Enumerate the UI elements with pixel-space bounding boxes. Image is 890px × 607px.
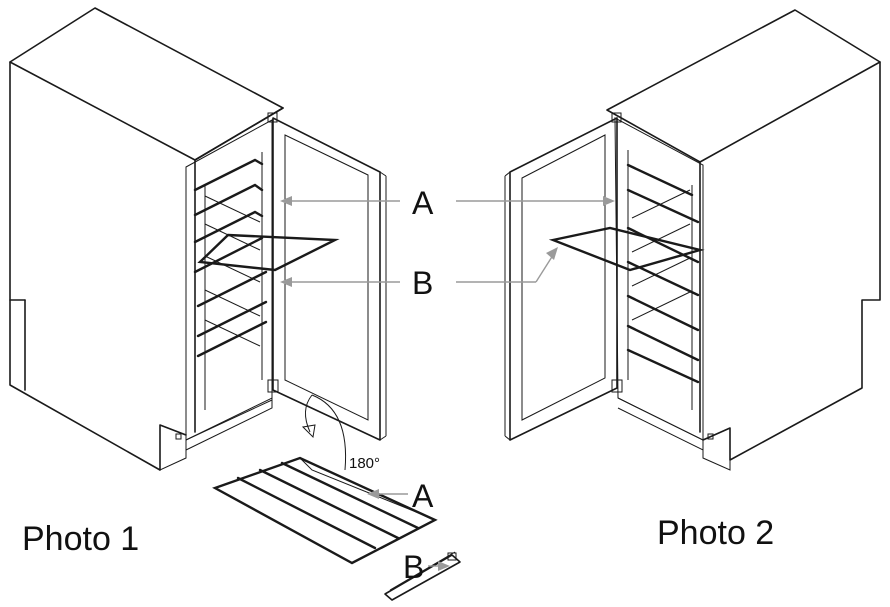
removed-shelf (212, 456, 438, 565)
right-cabinet-shelves (626, 163, 700, 384)
right-cabinet-side (702, 61, 881, 461)
label-angle: 180° (349, 455, 380, 472)
right-cabinet-door (504, 112, 623, 441)
label-b-bottom: B (403, 549, 424, 585)
label-photo-1: Photo 1 (22, 520, 139, 558)
right-cabinet-top (606, 9, 881, 163)
label-a-bottom: A (412, 478, 434, 514)
left-cabinet-side (9, 61, 187, 471)
right-cabinet (504, 9, 881, 471)
left-extended-shelf (197, 233, 340, 272)
left-cabinet-door (267, 112, 387, 441)
left-cabinet-shelves (193, 158, 268, 358)
right-extended-shelf (548, 226, 705, 272)
left-cabinet (9, 7, 387, 471)
label-photo-2: Photo 2 (657, 514, 774, 552)
label-b-top: B (412, 265, 433, 301)
removed-rail (384, 551, 461, 601)
rotation-arc (311, 394, 347, 471)
left-cabinet-top (9, 7, 284, 161)
arrows (280, 196, 615, 571)
label-a-top: A (412, 185, 434, 221)
